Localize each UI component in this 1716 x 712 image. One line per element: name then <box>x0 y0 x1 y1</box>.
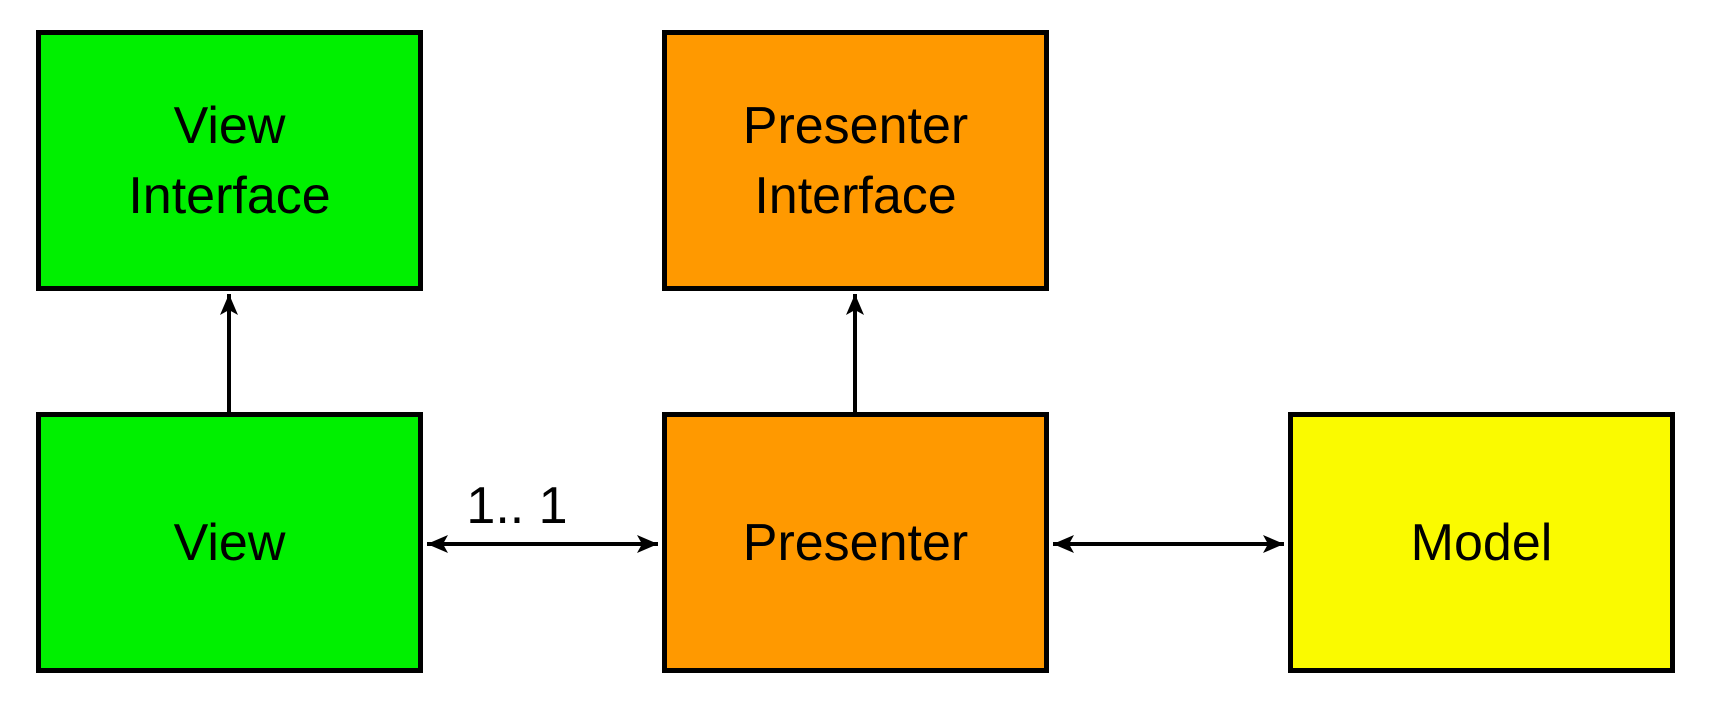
node-presenter-interface: Presenter Interface <box>662 30 1049 291</box>
node-label-line: View <box>173 513 286 572</box>
node-label-line: Interface <box>128 166 331 225</box>
node-label-line: Interface <box>754 166 957 225</box>
node-label-line: Presenter <box>742 96 969 155</box>
node-label-line: View <box>173 96 286 155</box>
node-model: Model <box>1288 412 1675 673</box>
node-label-line: Presenter <box>742 513 969 572</box>
node-view-interface: View Interface <box>36 30 423 291</box>
node-view: View <box>36 412 423 673</box>
node-label-line: Model <box>1410 513 1553 572</box>
node-presenter: Presenter <box>662 412 1049 673</box>
multiplicity-label: 1.. 1 <box>466 477 568 535</box>
